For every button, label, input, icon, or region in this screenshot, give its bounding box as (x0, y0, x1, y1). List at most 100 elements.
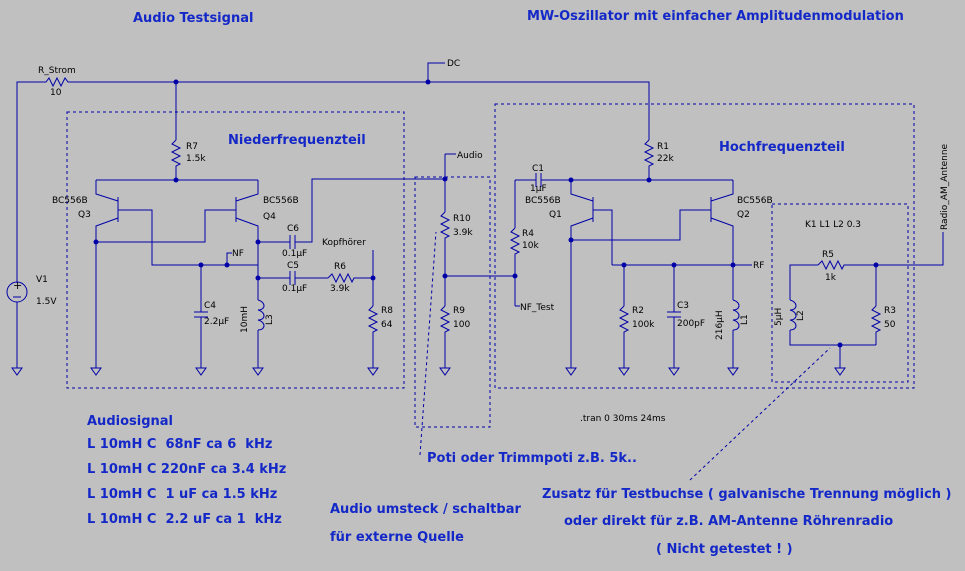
net-dc-label: DC (447, 59, 460, 69)
q4-emitter (235, 180, 259, 202)
node-l1 (730, 262, 736, 268)
zusatz-note-2: oder direkt für z.B. AM-Antenne Röhrenra… (564, 514, 893, 529)
r10-resistor (439, 211, 451, 306)
q2-type: BC556B (737, 196, 773, 206)
r9-name: R9 (453, 306, 465, 316)
dc-tap (427, 62, 445, 82)
q2-emitter (710, 180, 734, 202)
box-poti (414, 176, 491, 428)
ground-zusatz (834, 367, 846, 376)
c1-value: 1µF (530, 184, 547, 194)
node-nf-test (512, 273, 518, 279)
coupling-directive: K1 L1 L2 0.3 (805, 220, 861, 230)
net-nf-test-label: NF_Test (520, 303, 555, 313)
q3-collector (95, 217, 119, 240)
r5-value: 1k (825, 273, 837, 283)
r3-value: 50 (884, 320, 896, 330)
r8-value: 64 (381, 320, 393, 330)
poti-pointer (419, 231, 437, 456)
v1-plus-sign: + (13, 279, 22, 292)
rail-top (74, 81, 650, 140)
r8-resistor (367, 305, 379, 368)
r8-name: R8 (381, 306, 393, 316)
q2-base-lead (571, 209, 711, 241)
ground-l1 (727, 367, 739, 376)
l3-value: 10mH (240, 306, 250, 333)
q1-emitter (570, 180, 594, 202)
audiosignal-title: Audiosignal (87, 414, 173, 429)
q2-collector (710, 217, 734, 300)
c6-name: C6 (287, 224, 299, 234)
node-q3-q4 (93, 239, 99, 245)
ground-r2 (618, 367, 630, 376)
v1-value: 1.5V (36, 297, 57, 307)
q4-name: Q4 (263, 212, 276, 222)
l2-value: 5µH (774, 308, 784, 326)
c3-value: 200pF (677, 319, 705, 329)
l1-value: 216µH (715, 310, 725, 340)
net-antenna-label: Radio_AM_Antenne (940, 143, 950, 230)
c6-wire-right (295, 178, 445, 243)
audiosignal-line-1: L 10mH C 68nF ca 6 kHz (87, 437, 272, 452)
node-audio (442, 176, 448, 182)
net-audio-label: Audio (457, 151, 483, 161)
r5-resistor (817, 259, 876, 271)
l1-inductor (732, 299, 740, 331)
q4-collector (235, 217, 259, 242)
audiosignal-line-2: L 10mH C 220nF ca 3.4 kHz (87, 462, 286, 477)
nf-tap (226, 252, 232, 265)
r6-value: 3.9k (330, 284, 350, 294)
r2-resistor (618, 305, 630, 368)
title-mw-oszillator: MW-Oszillator mit einfacher Amplitudenmo… (527, 9, 904, 24)
r4-value: 10k (522, 241, 539, 251)
audiosignal-line-3: L 10mH C 1 uF ca 1.5 kHz (87, 487, 277, 502)
ground-r9 (439, 367, 451, 376)
r6-name: R6 (334, 262, 346, 272)
r1-resistor (643, 139, 655, 180)
ground-c3 (668, 367, 680, 376)
net-kopfhoerer-label: Kopfhörer (322, 238, 366, 248)
l3-inductor (257, 299, 265, 331)
node-kopfhoerer (370, 275, 376, 281)
q4-type: BC556B (263, 196, 299, 206)
r4-resistor (509, 227, 521, 306)
r5-name: R5 (822, 250, 834, 260)
audio-switch-note-2: für externe Quelle (330, 530, 464, 545)
section-hf-label: Hochfrequenzteil (719, 140, 845, 155)
ground-l3 (252, 367, 264, 376)
r-strom-name: R_Strom (38, 66, 76, 76)
r-strom-value: 10 (50, 88, 62, 98)
v1-name: V1 (36, 275, 48, 285)
net-rf-label: RF (753, 261, 764, 271)
q1-collector (570, 217, 594, 368)
title-audio-testsignal: Audio Testsignal (133, 11, 253, 26)
c4-name: C4 (204, 301, 216, 311)
net-nf-label: NF (232, 249, 244, 259)
q3-type: BC556B (52, 196, 88, 206)
ground-c4 (195, 367, 207, 376)
r4-name: R4 (522, 229, 534, 239)
c5-value: 0.1µF (282, 284, 307, 294)
c4-value: 2.2µF (204, 317, 229, 327)
c5-name: C5 (287, 261, 299, 271)
c3-name: C3 (677, 301, 689, 311)
r10-value: 3.9k (453, 228, 473, 238)
zusatz-pointer (689, 347, 831, 481)
box-niederfrequenzteil (66, 111, 405, 389)
l2-name: L2 (796, 310, 806, 321)
r3-name: R3 (884, 306, 896, 316)
r2-value: 100k (632, 320, 655, 330)
q3-emitter (95, 180, 119, 202)
q3-name: Q3 (78, 210, 91, 220)
zusatz-note-3: ( Nicht getestet ! ) (656, 542, 793, 557)
r3-resistor (870, 305, 882, 345)
l2-inductor (789, 299, 797, 331)
l2-wire-top (789, 264, 818, 300)
box-hochfrequenzteil (494, 103, 915, 389)
r9-value: 100 (453, 320, 470, 330)
r2-name: R2 (632, 306, 644, 316)
box-zusatz (771, 203, 909, 383)
zusatz-bottom-wire (789, 330, 876, 346)
q1-type: BC556B (525, 196, 561, 206)
